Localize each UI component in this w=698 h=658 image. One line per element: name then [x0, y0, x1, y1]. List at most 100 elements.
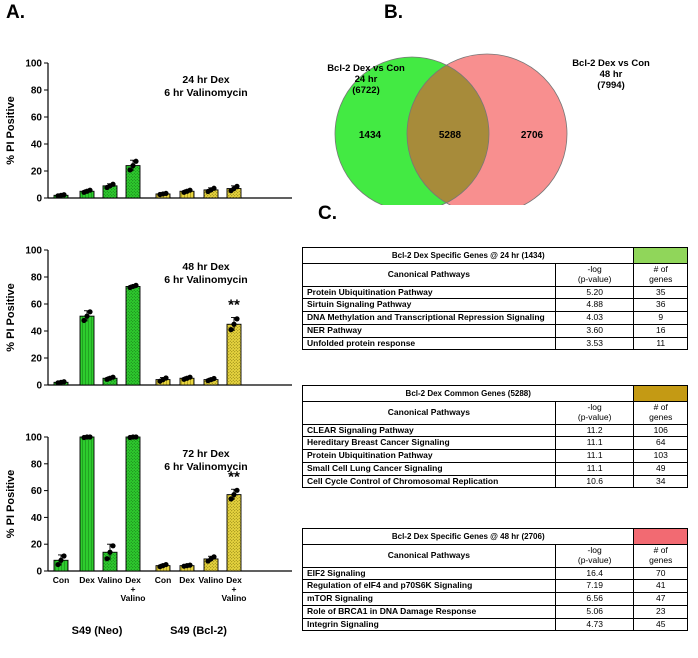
group-label: S49 (Bcl-2) — [170, 625, 227, 637]
y-tick-label: 80 — [31, 273, 43, 284]
bar-group — [179, 374, 195, 386]
bar-group — [203, 185, 219, 199]
data-point — [187, 374, 193, 380]
data-point — [87, 309, 93, 315]
panel-label-c: C. — [318, 203, 337, 224]
data-point — [110, 374, 116, 380]
data-point — [163, 190, 169, 197]
data-point — [61, 192, 67, 198]
col-header: -log(p-value) — [554, 401, 635, 425]
group-label: S49 (Neo) — [72, 625, 123, 637]
y-tick-label: 0 — [36, 381, 42, 392]
y-axis-label: % PI Positive — [5, 470, 17, 538]
panel-label-b: B. — [384, 2, 403, 23]
p-value: 4.88 — [554, 298, 635, 313]
data-point — [228, 496, 234, 502]
y-axis-label: % PI Positive — [5, 283, 17, 351]
data-point — [211, 554, 217, 560]
bar-group — [102, 181, 118, 199]
col-header: -log(p-value) — [554, 263, 635, 287]
data-point — [107, 549, 113, 555]
bar-group — [203, 554, 219, 572]
significance-marker: ** — [228, 297, 240, 314]
bar-group — [102, 543, 118, 572]
significance-marker: ** — [228, 468, 240, 485]
table-48hr: Bcl-2 Dex Specific Genes @ 48 hr (2706)C… — [301, 528, 688, 632]
y-tick-label: 0 — [36, 567, 42, 578]
p-value: 11.1 — [554, 436, 635, 451]
data-point — [133, 158, 139, 164]
gene-count: 106 — [633, 423, 688, 438]
bar-group — [53, 553, 69, 572]
bar-group — [155, 561, 171, 572]
x-tick-label: Dex+Valino — [120, 575, 145, 603]
bar — [226, 323, 242, 386]
gene-count: 41 — [633, 579, 688, 594]
y-tick-label: 100 — [25, 433, 42, 444]
data-point — [104, 556, 110, 562]
x-tick-label: Valino — [198, 575, 223, 585]
data-point — [228, 327, 234, 333]
table-24hr: Bcl-2 Dex Specific Genes @ 24 hr (1434)C… — [301, 247, 688, 351]
bar-group — [53, 192, 69, 199]
p-value: 3.60 — [554, 323, 635, 338]
p-value: 3.53 — [554, 336, 635, 351]
col-header: Canonical Pathways — [302, 401, 556, 425]
y-tick-label: 80 — [31, 459, 43, 470]
pathway-name: Protein Ubiquitination Pathway — [302, 449, 556, 463]
bar-group — [79, 434, 95, 572]
p-value: 11.1 — [554, 461, 635, 476]
bar-group — [79, 187, 95, 199]
col-header: Canonical Pathways — [302, 263, 556, 287]
bar-group — [226, 316, 242, 386]
gene-count: 70 — [633, 566, 688, 581]
p-value: 11.1 — [554, 449, 635, 463]
p-value: 6.56 — [554, 592, 635, 606]
data-point — [234, 316, 240, 322]
data-point — [130, 163, 136, 169]
gene-count: 36 — [633, 298, 688, 313]
gene-count: 9 — [633, 311, 688, 325]
x-tick-label: Dex — [79, 575, 95, 585]
gene-count: 47 — [633, 592, 688, 606]
data-point — [110, 543, 116, 549]
data-point — [163, 375, 169, 381]
data-point — [163, 561, 169, 568]
table-title: Bcl-2 Dex Specific Genes @ 24 hr (1434) — [301, 247, 635, 264]
venn-count-left: 1434 — [359, 130, 382, 141]
color-swatch — [633, 528, 688, 545]
y-tick-label: 80 — [31, 86, 43, 97]
table-title: Bcl-2 Dex Specific Genes @ 48 hr (2706) — [301, 528, 635, 545]
data-point — [133, 282, 139, 288]
x-tick-label: Dex — [179, 575, 195, 585]
data-point — [87, 187, 93, 193]
bar-group — [102, 374, 118, 386]
p-value: 4.73 — [554, 617, 635, 632]
venn-count-right: 2706 — [521, 130, 544, 141]
data-point — [187, 187, 193, 193]
pathway-name: mTOR Signaling — [302, 592, 556, 606]
pathway-name: Regulation of eIF4 and p70S6K Signaling — [302, 579, 556, 594]
data-point — [234, 487, 240, 493]
bar-group — [203, 375, 219, 386]
table-row: Cell Cycle Control of Chromosomal Replic… — [302, 474, 688, 489]
col-header: Canonical Pathways — [302, 544, 556, 568]
x-tick-label: Dex+Valino — [221, 575, 246, 603]
data-point — [231, 321, 237, 327]
gene-count: 45 — [633, 617, 688, 632]
bar — [226, 494, 242, 572]
pathway-name: Sirtuin Signaling Pathway — [302, 298, 556, 313]
data-point — [81, 317, 87, 324]
